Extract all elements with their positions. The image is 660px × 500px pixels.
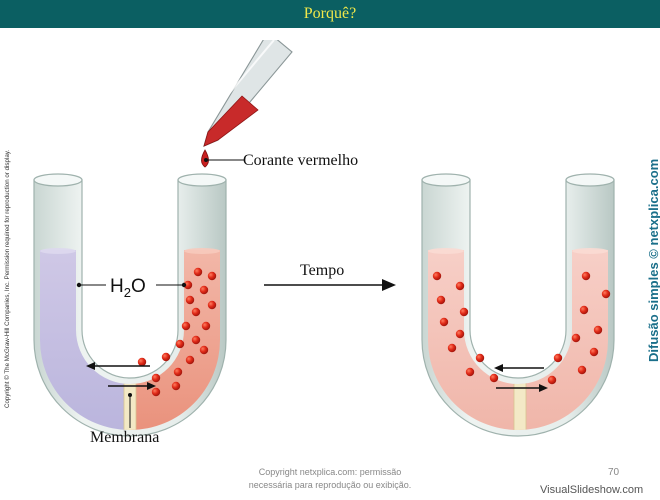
- dye-particle: [183, 280, 193, 290]
- dye-particle: [589, 347, 599, 357]
- dye-particle: [439, 317, 449, 327]
- footer-copyright: Copyright netxplica.com: permissão neces…: [248, 467, 412, 490]
- dye-particle: [193, 267, 203, 277]
- dye-particle: [432, 271, 442, 281]
- left-dye-particles: [137, 267, 217, 397]
- right-diffusion-arrows: [494, 364, 548, 392]
- membrane-label: Membrana: [90, 429, 159, 446]
- dye-particle: [455, 329, 465, 339]
- slide-header: Porquê?: [0, 0, 660, 28]
- dye-particle: [199, 285, 209, 295]
- dye-particle: [579, 305, 589, 315]
- osmosis-diagram: Corante vermelho H2O Membrana Tempo: [33, 40, 615, 446]
- dye-particle: [161, 352, 171, 362]
- dye-particle: [199, 345, 209, 355]
- dye-particle: [571, 333, 581, 343]
- dropper: [201, 40, 293, 168]
- watermark[interactable]: VisualSlideshow.com: [540, 484, 644, 496]
- dye-particle: [207, 300, 217, 310]
- dye-label: Corante vermelho: [243, 152, 358, 169]
- dye-particle: [593, 325, 603, 335]
- right-membrane: [513, 354, 527, 430]
- dye-particle: [475, 353, 485, 363]
- water-label: H2O: [110, 276, 146, 300]
- dye-particle: [151, 373, 161, 383]
- dye-particle: [207, 271, 217, 281]
- dye-particle: [191, 335, 201, 345]
- dye-particle: [201, 321, 211, 331]
- dye-particle: [577, 365, 587, 375]
- dye-particle: [489, 373, 499, 383]
- dye-particle: [465, 367, 475, 377]
- dye-particle: [185, 355, 195, 365]
- dye-particle: [547, 375, 557, 385]
- dye-particle: [185, 295, 195, 305]
- right-dye-particles: [432, 271, 611, 385]
- right-u-tube: [421, 173, 615, 437]
- dye-particle: [173, 367, 183, 377]
- slide-title: Porquê?: [303, 5, 357, 22]
- dye-particle: [459, 307, 469, 317]
- left-diffusion-arrows: [86, 362, 156, 390]
- dye-particle: [175, 339, 185, 349]
- time-arrow: [264, 279, 396, 291]
- dye-particle: [455, 281, 465, 291]
- dye-particle: [171, 381, 181, 391]
- dye-particle: [181, 321, 191, 331]
- label-leaders: [79, 159, 244, 428]
- dye-particle: [191, 307, 201, 317]
- dye-particle: [436, 295, 446, 305]
- time-label: Tempo: [300, 262, 344, 279]
- dye-particle: [581, 271, 591, 281]
- dye-particle: [151, 387, 161, 397]
- dye-particle: [137, 357, 147, 367]
- dye-particle: [553, 353, 563, 363]
- dye-particle: [447, 343, 457, 353]
- dye-particle: [601, 289, 611, 299]
- page-number: 70: [608, 467, 620, 478]
